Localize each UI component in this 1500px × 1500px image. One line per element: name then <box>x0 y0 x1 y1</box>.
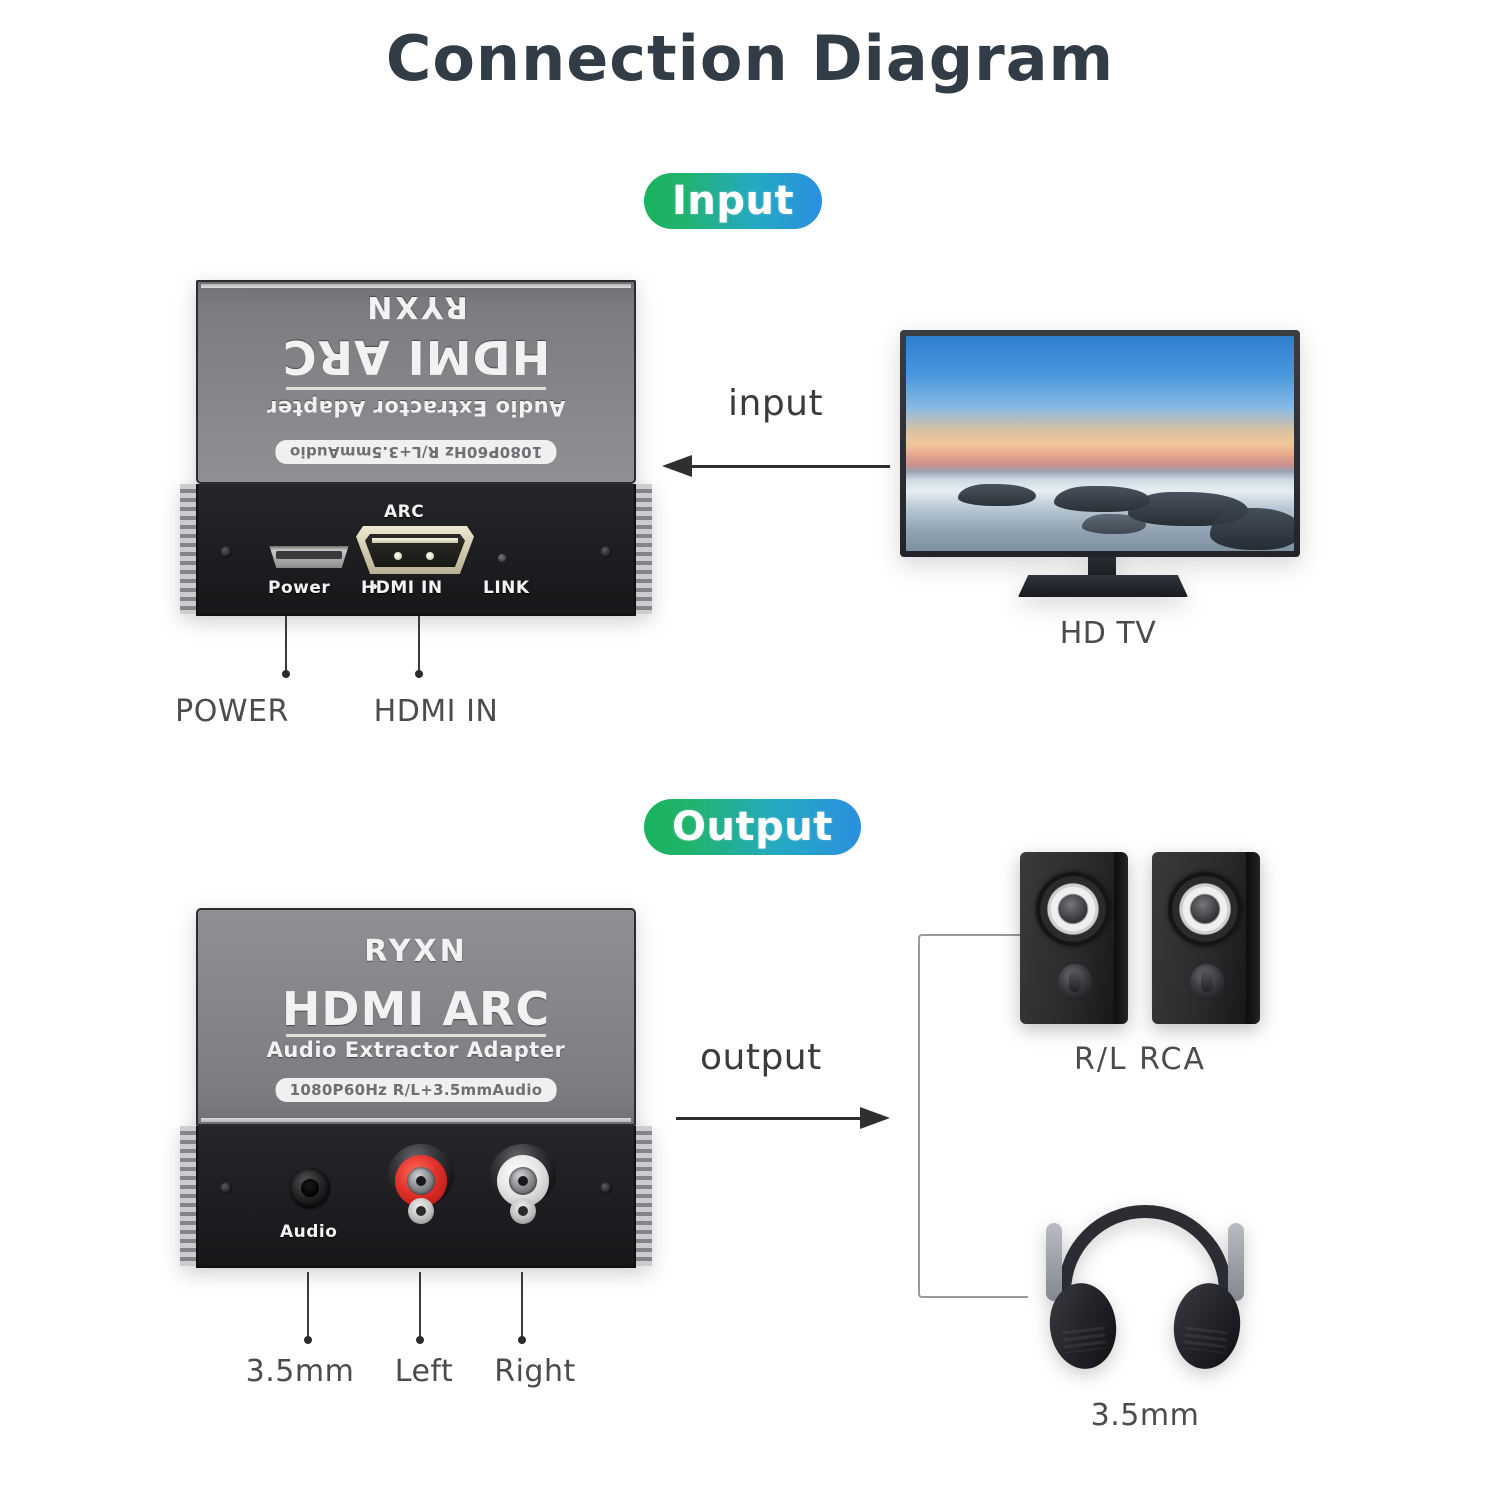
link-led-icon <box>498 554 506 562</box>
hdmi-pin-right-icon <box>426 552 434 560</box>
heatsink-fins-left-output-icon <box>180 1126 196 1266</box>
callout-label-hdmi-in: HDMI IN <box>373 694 499 729</box>
device-model-rule-input <box>286 387 546 390</box>
flow-arrowhead-output-icon <box>860 1107 890 1129</box>
face-label-link: LINK <box>483 578 530 598</box>
callout-dot-right <box>518 1336 526 1344</box>
device-front-panel-output: Audio <box>180 1126 652 1268</box>
speaker-left-driver <box>1036 872 1110 946</box>
callout-label-power: POWER <box>175 694 289 729</box>
rca-right-center <box>509 1167 537 1195</box>
callout-label-left: Left <box>394 1354 454 1389</box>
audio-35mm-jack[interactable] <box>290 1168 330 1208</box>
headphones-icon <box>1040 1205 1250 1373</box>
device-spec-badge-input: 1080P60Hz R/L+3.5mmAudio <box>275 440 557 464</box>
face-label-audio: Audio <box>280 1222 338 1242</box>
device-top-shell-output: RYXN HDMI ARC Audio Extractor Adapter 10… <box>196 908 636 1126</box>
page-title: Connection Diagram <box>385 22 1115 95</box>
flow-arrowhead-input-icon <box>662 455 692 477</box>
device-front-panel-input: Power • ARC HDMI IN LINK <box>180 484 652 616</box>
callout-label-35mm: 3.5mm <box>245 1354 355 1389</box>
flow-label-input: input <box>728 383 824 424</box>
rca-left-jack[interactable] <box>384 1144 458 1228</box>
device-subtitle-input: Audio Extractor Adapter <box>266 396 566 420</box>
device-hdmi-arc-output: RYXN HDMI ARC Audio Extractor Adapter 10… <box>180 908 652 1268</box>
callout-leader-35mm <box>304 1272 312 1344</box>
callout-label-right: Right <box>494 1354 576 1389</box>
rca-left-tab <box>408 1198 434 1224</box>
tv-screen-rock-5 <box>1082 514 1146 534</box>
flow-arrow-line-output <box>676 1117 864 1120</box>
callout-dot-power <box>282 670 290 678</box>
callout-leader-power <box>282 616 290 678</box>
device-model-output: HDMI ARC <box>281 982 551 1036</box>
heatsink-fins-right-output-icon <box>636 1126 652 1266</box>
speaker-left-icon <box>1020 852 1128 1024</box>
device-model-input: HDMI ARC <box>281 330 551 384</box>
device-spec-badge-output: 1080P60Hz R/L+3.5mmAudio <box>275 1078 557 1102</box>
heatsink-fins-right-icon <box>636 484 652 614</box>
output-branch-bracket <box>918 934 1028 1298</box>
screw-hole-left-icon <box>220 546 232 558</box>
callout-leader-hdmi-in <box>415 616 423 678</box>
speaker-left-side <box>1114 852 1128 1024</box>
callout-dot-35mm <box>304 1336 312 1344</box>
flow-arrow-line-input <box>690 465 890 468</box>
rca-right-tab <box>510 1198 536 1224</box>
callout-dot-left <box>416 1336 424 1344</box>
tv-bezel <box>900 330 1300 557</box>
device-model-rule-output <box>286 1034 546 1037</box>
hdmi-pin-left-icon <box>394 552 402 560</box>
target-label-headphones-35mm: 3.5mm <box>1090 1398 1200 1433</box>
rca-right-jack[interactable] <box>486 1144 560 1228</box>
section-badge-input: Input <box>644 173 823 229</box>
screw-hole-right-icon <box>600 546 612 558</box>
target-label-rl-rca: R/L RCA <box>1073 1042 1207 1077</box>
flow-label-output: output <box>700 1037 822 1078</box>
tv-stand-base <box>1018 575 1188 597</box>
speaker-right-icon <box>1152 852 1260 1024</box>
speaker-right-driver <box>1168 872 1242 946</box>
rca-left-center <box>407 1167 435 1195</box>
tv-screen-rock-4 <box>1210 508 1294 550</box>
target-label-hd-tv: HD TV <box>1059 616 1157 651</box>
screw-hole-left-output-icon <box>220 1182 232 1194</box>
section-badge-output: Output <box>644 799 861 855</box>
callout-leader-left <box>416 1272 424 1344</box>
speaker-right-knob <box>1190 964 1224 1000</box>
television-icon <box>900 330 1300 600</box>
device-brand-input: RYXN <box>364 289 468 324</box>
power-led-dot-label: • <box>370 580 380 596</box>
micro-usb-power-port[interactable] <box>269 546 349 568</box>
callout-leader-right <box>518 1272 526 1344</box>
device-subtitle-output: Audio Extractor Adapter <box>266 1038 566 1062</box>
face-label-arc: ARC <box>384 502 425 522</box>
device-brand-output: RYXN <box>364 934 468 969</box>
device-hdmi-arc-input: 1080P60Hz R/L+3.5mmAudio Audio Extractor… <box>180 280 652 616</box>
face-label-power: Power <box>268 578 331 598</box>
tv-stand-neck <box>1088 557 1116 577</box>
hdmi-contact-bar <box>372 538 458 543</box>
screw-hole-right-output-icon <box>600 1182 612 1194</box>
tv-screen <box>906 336 1294 551</box>
hdmi-in-port[interactable] <box>356 526 474 574</box>
heatsink-fins-left-icon <box>180 484 196 614</box>
face-label-hdmi-in: HDMI IN <box>361 578 443 598</box>
device-top-shell-input: 1080P60Hz R/L+3.5mmAudio Audio Extractor… <box>196 280 636 484</box>
callout-dot-hdmi-in <box>415 670 423 678</box>
speaker-left-knob <box>1058 964 1092 1000</box>
headphone-slider-left <box>1046 1223 1062 1301</box>
speaker-right-side <box>1246 852 1260 1024</box>
headphone-slider-right <box>1228 1223 1244 1301</box>
tv-screen-rock-1 <box>958 484 1036 506</box>
